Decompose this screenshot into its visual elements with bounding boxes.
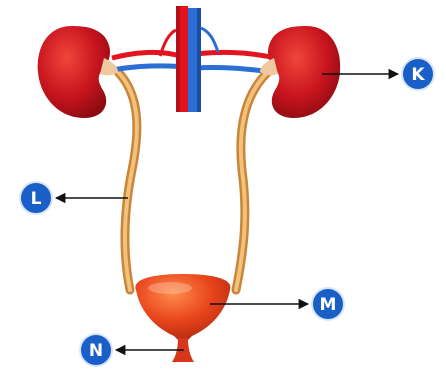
- badge-k: K: [402, 58, 434, 90]
- label-n: N: [89, 341, 103, 361]
- left-kidney: [38, 26, 110, 118]
- label-m: M: [320, 295, 337, 315]
- badge-n: N: [80, 334, 112, 366]
- right-kidney: [268, 26, 340, 118]
- badge-m: M: [312, 288, 344, 320]
- label-l: L: [31, 189, 42, 209]
- badge-l: L: [20, 182, 52, 214]
- label-k: K: [411, 65, 425, 85]
- left-renal-artery: [112, 52, 180, 58]
